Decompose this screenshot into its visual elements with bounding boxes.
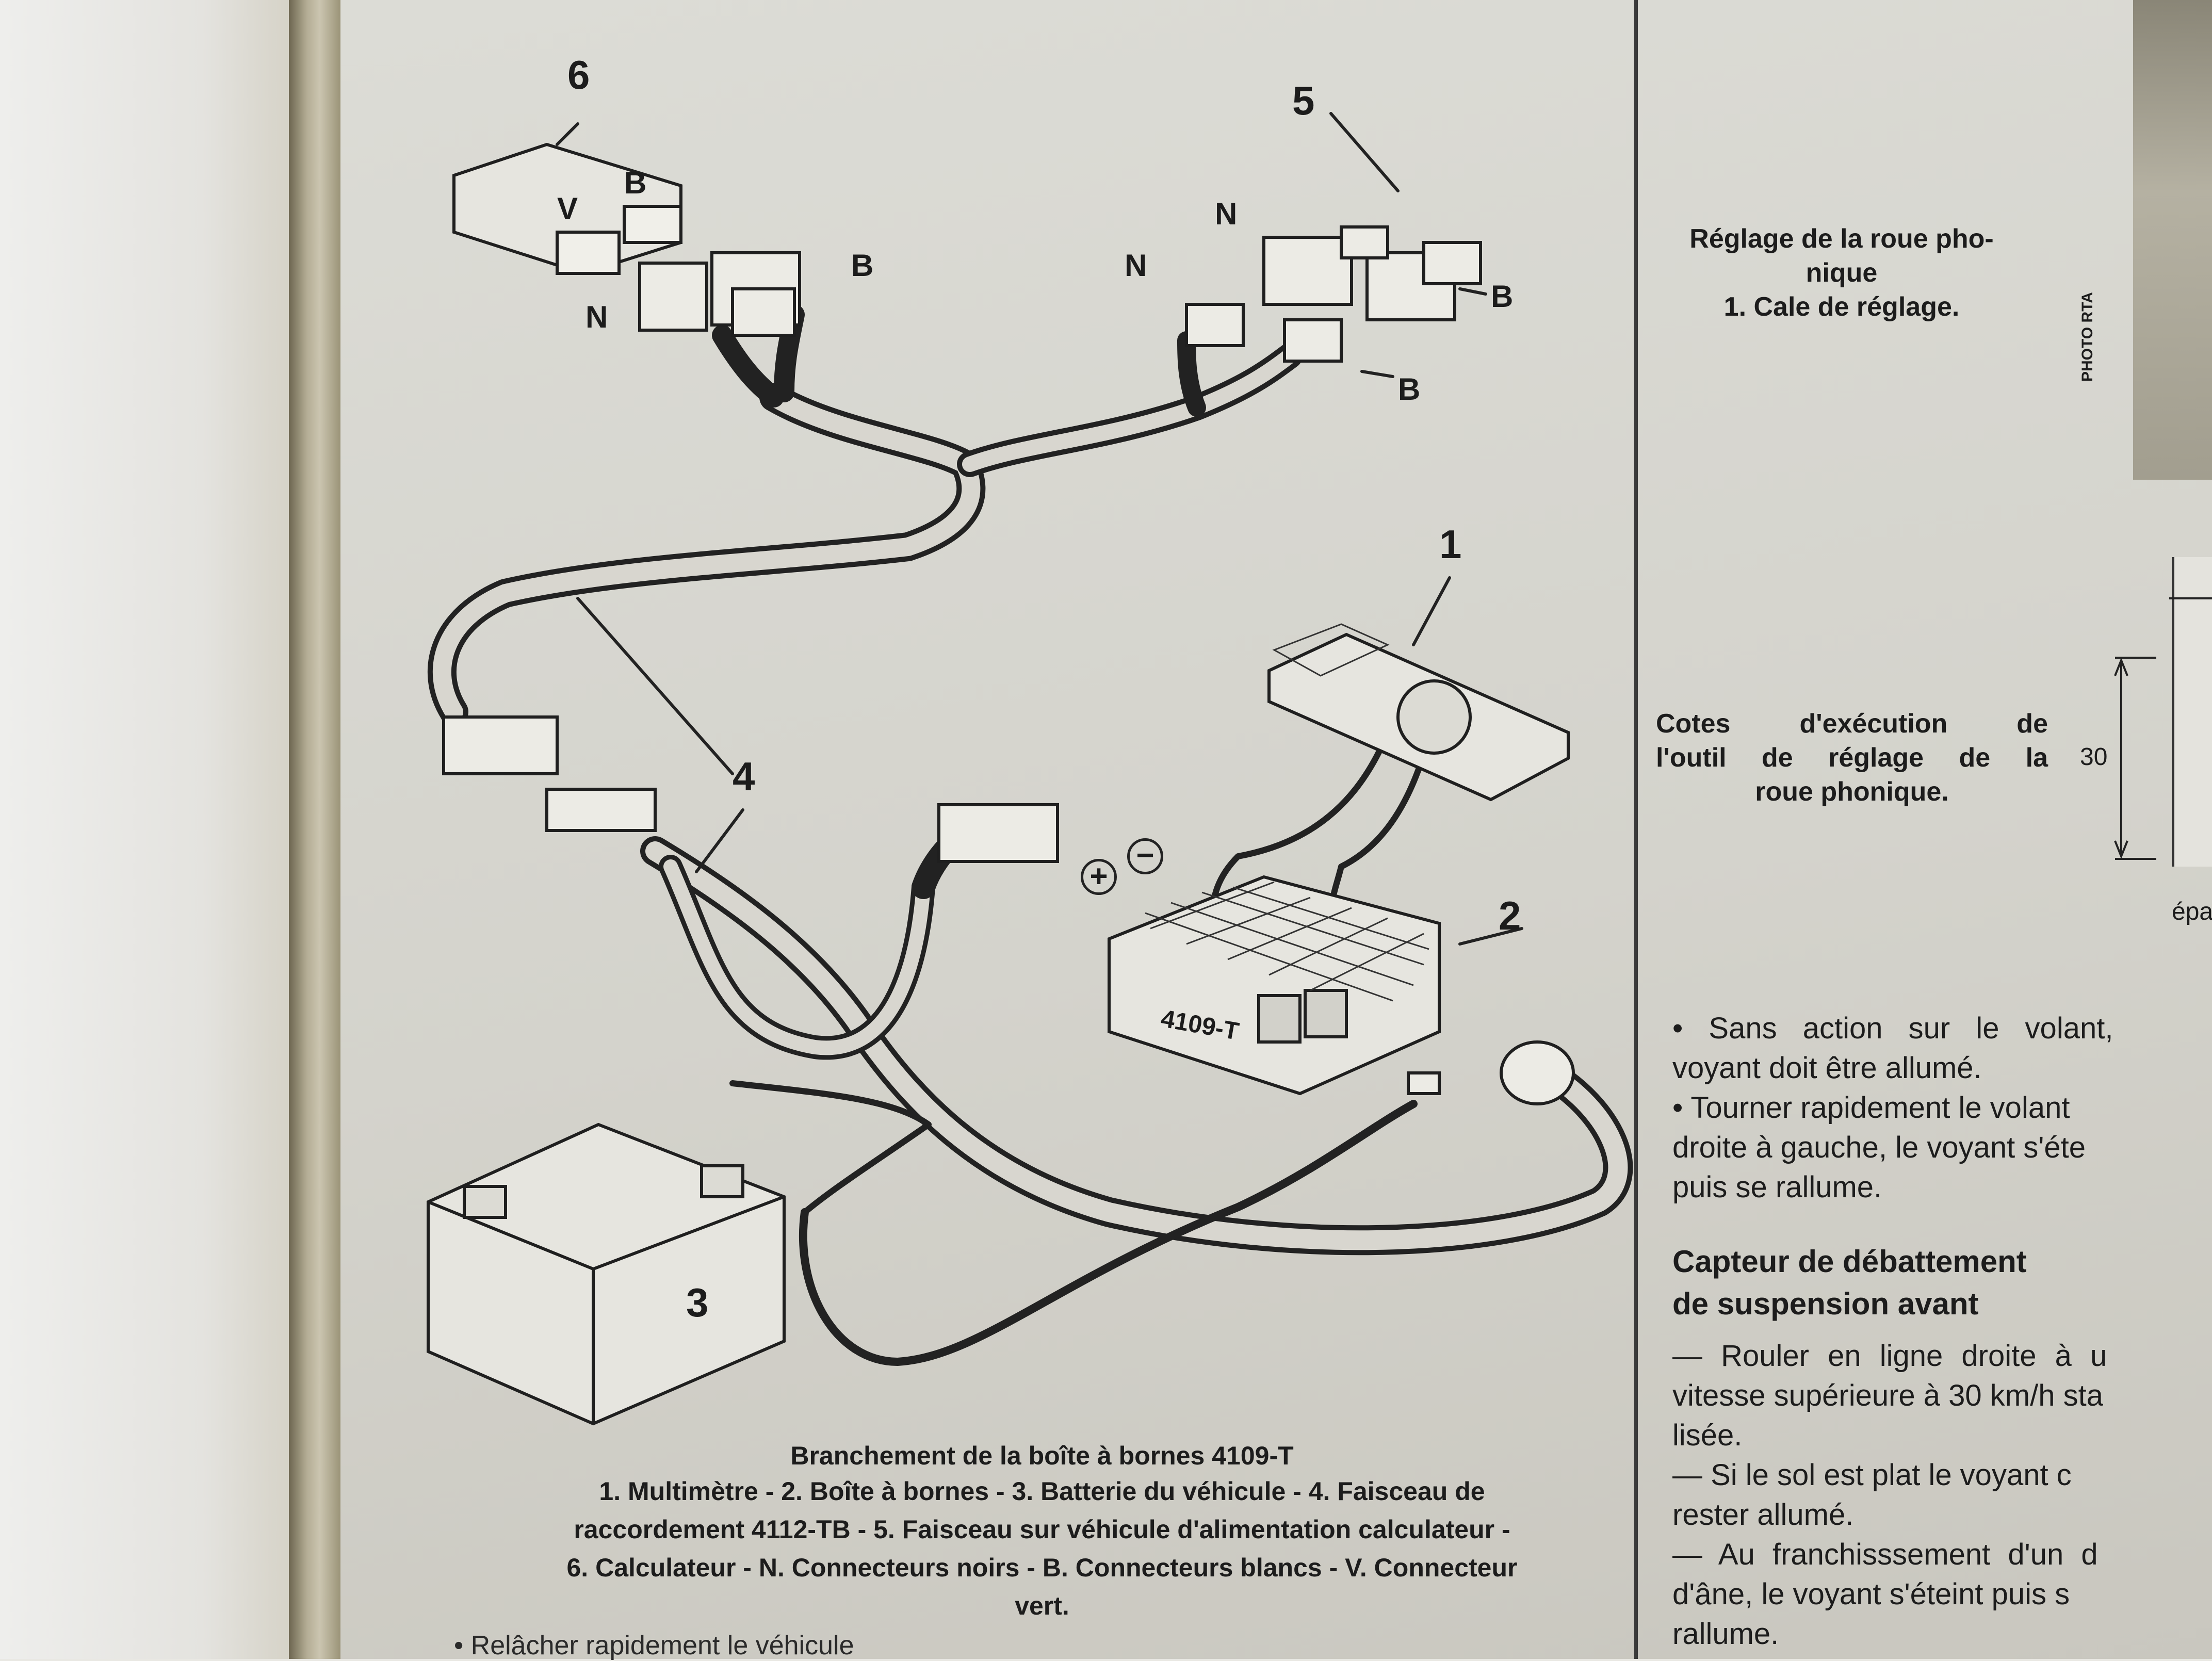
callout-3: 3: [686, 1280, 709, 1325]
figure-caption: Branchement de la boîte à bornes 4109-T …: [454, 1439, 1630, 1625]
callout-2: 2: [1499, 893, 1521, 938]
figure-caption-line-2: raccordement 4112-TB - 5. Faisceau sur v…: [574, 1515, 1510, 1544]
label-b-harness: B: [851, 248, 874, 283]
figure-caption-title: Branchement de la boîte à bornes 4109-T: [790, 1441, 1294, 1470]
white-connector-b: [623, 205, 682, 244]
figure-caption-line-1: 1. Multimètre - 2. Boîte à bornes - 3. B…: [599, 1477, 1485, 1506]
section-text: — Rouler en ligne droite à u vitesse sup…: [1672, 1336, 2212, 1654]
bullet-list: • Sans action sur le volant, voyant doit…: [1672, 1008, 2212, 1207]
battery-3: [427, 1122, 786, 1426]
label-n-harness: N: [1125, 248, 1147, 283]
section-line-5: rester allumé.: [1672, 1498, 1854, 1532]
vehicle-connector-black: [1262, 236, 1353, 306]
dimension-cut-label: épa: [2172, 898, 2212, 925]
bullet-line-1: • Sans action sur le volant,: [1672, 1012, 2113, 1045]
section-line-4: — Si le sol est plat le voyant c: [1672, 1458, 2072, 1492]
bullet-line-4: droite à gauche, le voyant s'éte: [1672, 1131, 2086, 1164]
label-b-calculator: B: [624, 166, 647, 200]
section-line-3: lisée.: [1672, 1419, 1743, 1452]
photo-caption-line-3: 1. Cale de réglage.: [1723, 292, 1960, 322]
vehicle-connector-white: [1365, 251, 1456, 321]
label-n-calculator: N: [585, 300, 608, 334]
bullet-line-2: voyant doit être allumé.: [1672, 1051, 1982, 1085]
section-line-8: rallume.: [1672, 1617, 1779, 1651]
green-connector-v: [556, 231, 621, 275]
tool-caption-line-3: roue phonique.: [1755, 777, 1949, 807]
section-line-7: d'âne, le voyant s'éteint puis s: [1672, 1577, 2070, 1611]
bottom-cut-text: • Relâcher rapidement le véhicule: [454, 1631, 854, 1660]
bullet-line-5: puis se rallume.: [1672, 1170, 1882, 1204]
section-heading-line-2: de suspension avant: [1672, 1287, 1979, 1321]
tool-caption: Cotes d'exécution de l'outil de réglage …: [1656, 707, 2048, 809]
figure-caption-line-4: vert.: [1015, 1591, 1069, 1620]
wheel-photo-fragment: [2133, 0, 2212, 480]
terminal-plus: +: [1081, 859, 1117, 895]
dimension-30: 30: [2080, 743, 2108, 771]
book-binding: [289, 0, 340, 1659]
bullet-line-3: • Tourner rapidement le volant: [1672, 1091, 2070, 1125]
section-heading: Capteur de débattement de suspension ava…: [1672, 1241, 2027, 1325]
label-b-vehicle: B: [1491, 279, 1514, 314]
callout-5: 5: [1292, 78, 1315, 123]
photo-caption-line-1: Réglage de la roue pho-: [1689, 224, 1994, 254]
column-divider: [1634, 0, 1638, 1659]
adjacent-page-edge: [0, 0, 289, 1659]
label-n-vehicle: N: [1215, 197, 1238, 231]
tool-caption-line-2: l'outil de réglage de la: [1656, 743, 2048, 773]
figure-caption-line-3: 6. Calculateur - N. Connecteurs noirs - …: [566, 1553, 1518, 1582]
terminal-box-2: [1108, 875, 1441, 1096]
callout-6: 6: [567, 52, 590, 97]
photo-caption: Réglage de la roue pho- nique 1. Cale de…: [1646, 222, 2038, 324]
callout-1: 1: [1439, 522, 1462, 567]
section-heading-line-1: Capteur de débattement: [1672, 1244, 2027, 1279]
section-line-1: — Rouler en ligne droite à u: [1672, 1339, 2107, 1373]
tool-drawing-fragment: [2172, 557, 2212, 867]
terminal-minus: −: [1127, 838, 1163, 874]
callout-4-upper: 4: [733, 754, 755, 799]
section-line-2: vitesse supérieure à 30 km/h sta: [1672, 1379, 2103, 1412]
photo-caption-line-2: nique: [1806, 258, 1878, 288]
label-v-calculator: V: [557, 191, 578, 226]
tool-caption-line-1: Cotes d'exécution de: [1656, 709, 2048, 739]
section-line-6: — Au franchisssement d'un d: [1672, 1538, 2098, 1571]
label-b-harness-2: B: [1398, 372, 1421, 406]
